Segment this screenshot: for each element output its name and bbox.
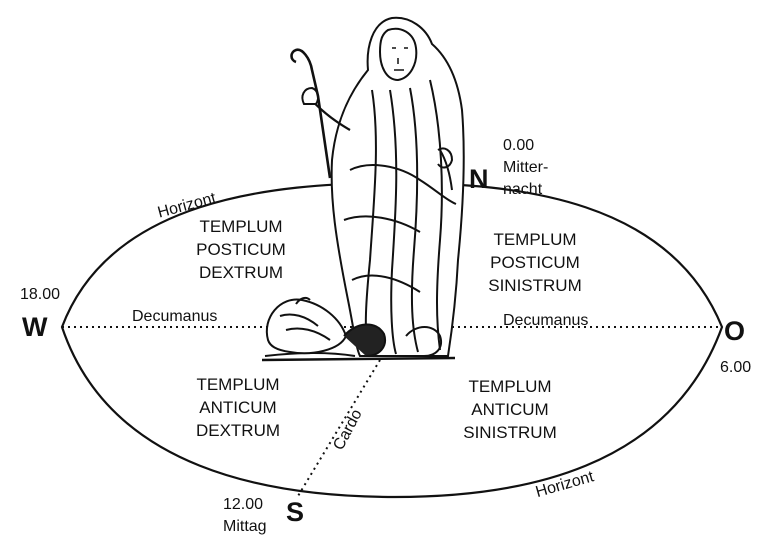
quadrant-line: TEMPLUM — [493, 230, 576, 249]
north-label-line2: nacht — [503, 181, 543, 198]
west-time: 18.00 — [20, 286, 60, 303]
south-letter: S — [286, 497, 304, 527]
quadrant-line: TEMPLUM — [199, 217, 282, 236]
quadrant-line: ANTICUM — [471, 400, 548, 419]
horizon-ellipse — [60, 181, 724, 499]
quadrant-line: DEXTRUM — [199, 263, 283, 282]
north-label-line1: Mitter- — [503, 159, 548, 176]
north-time: 0.00 — [503, 137, 534, 154]
quadrant-line: POSTICUM — [196, 240, 286, 259]
quadrant-anticum-sinistrum: TEMPLUM ANTICUM SINISTRUM — [463, 377, 557, 442]
cardo-label: Cardo — [330, 407, 366, 454]
quadrant-line: SINISTRUM — [463, 423, 557, 442]
south-time: 12.00 — [223, 496, 263, 513]
north-letter: N — [469, 164, 489, 194]
quadrant-posticum-dextrum: TEMPLUM POSTICUM DEXTRUM — [196, 217, 286, 282]
quadrant-posticum-sinistrum: TEMPLUM POSTICUM SINISTRUM — [488, 230, 582, 295]
cardo-line — [297, 359, 381, 497]
quadrant-line: TEMPLUM — [468, 377, 551, 396]
east-letter: O — [724, 316, 745, 346]
quadrant-line: SINISTRUM — [488, 276, 582, 295]
quadrant-line: ANTICUM — [199, 398, 276, 417]
quadrant-line: TEMPLUM — [196, 375, 279, 394]
west-letter: W — [22, 312, 48, 342]
south-label: Mittag — [223, 518, 267, 535]
quadrant-anticum-dextrum: TEMPLUM ANTICUM DEXTRUM — [196, 375, 280, 440]
decumanus-label-west: Decumanus — [132, 308, 217, 325]
quadrant-line: POSTICUM — [490, 253, 580, 272]
decumanus-label-east: Decumanus — [503, 312, 588, 329]
quadrant-line: DEXTRUM — [196, 421, 280, 440]
augur-figure-icon — [261, 16, 465, 362]
east-time: 6.00 — [720, 359, 751, 376]
